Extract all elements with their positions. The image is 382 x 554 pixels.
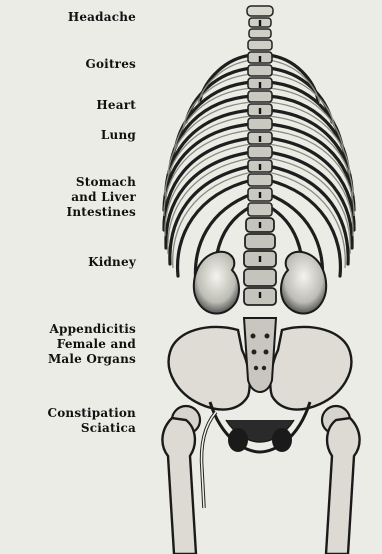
label-appendicitis-organs: Appendicitis Female and Male Organs <box>48 322 136 367</box>
label-goitres: Goitres <box>86 57 136 72</box>
label-heart: Heart <box>96 98 136 113</box>
spine <box>244 6 276 305</box>
label-headache: Headache <box>68 10 136 25</box>
label-lung: Lung <box>101 128 136 143</box>
label-stomach-liver-intestines: Stomach and Liver Intestines <box>67 175 137 220</box>
label-kidney: Kidney <box>88 255 136 270</box>
label-constipation-sciatica: Constipation Sciatica <box>47 406 136 436</box>
ailment-labels: Headache Goitres Heart Lung Stomach and … <box>0 0 150 554</box>
pelvis <box>169 318 352 452</box>
